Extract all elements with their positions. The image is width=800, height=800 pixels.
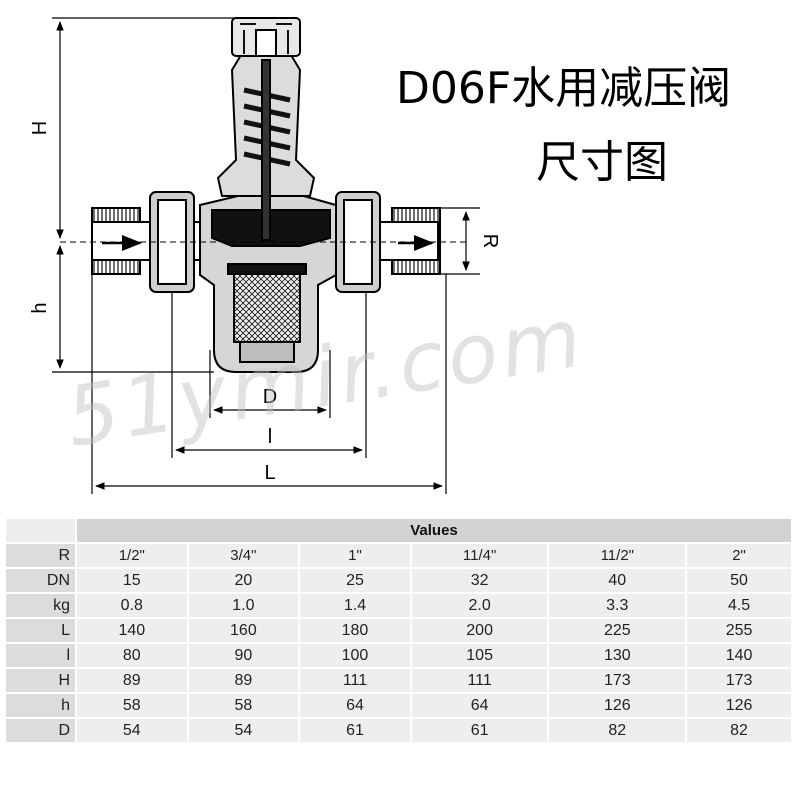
table-cell: 50	[687, 569, 791, 594]
table-cell: 0.8	[77, 594, 189, 619]
table-cell: 130	[549, 644, 688, 669]
table-cell: 20	[188, 569, 301, 594]
table-cell: 2"	[687, 544, 791, 569]
row-label: l	[6, 644, 77, 669]
table-cell: 61	[411, 719, 550, 744]
table-cell: 54	[77, 719, 189, 744]
table-cell: 126	[687, 694, 791, 719]
dim-label-D: D	[263, 386, 277, 408]
row-label: R	[6, 544, 77, 569]
row-label: D	[6, 719, 77, 744]
table-cell: 1"	[300, 544, 412, 569]
table-cell: 255	[687, 619, 791, 644]
table-header-row: Values	[6, 519, 791, 544]
table-cell: 111	[411, 669, 550, 694]
title-line-2: 尺寸图	[536, 137, 668, 188]
table-cell: 80	[77, 644, 189, 669]
table-cell: 61	[300, 719, 412, 744]
table-cell: 225	[549, 619, 688, 644]
title-line-1: D06F水用减压阀	[396, 63, 732, 114]
table-cell: 160	[188, 619, 301, 644]
table-cell: 82	[687, 719, 791, 744]
table-cell: 32	[411, 569, 550, 594]
row-label: kg	[6, 594, 77, 619]
dim-label-h: h	[29, 302, 51, 313]
filter-mesh	[233, 271, 301, 343]
table-cell: 140	[77, 619, 189, 644]
table-cell: 100	[300, 644, 412, 669]
table-cell: 90	[188, 644, 301, 669]
table-cell: 64	[411, 694, 550, 719]
table-cell: 40	[549, 569, 688, 594]
table-cell: 64	[300, 694, 412, 719]
table-cell: 15	[77, 569, 189, 594]
dim-label-R: R	[479, 234, 501, 248]
table-cell: 3/4"	[188, 544, 301, 569]
table-cell: 58	[77, 694, 189, 719]
row-label: H	[6, 669, 77, 694]
table-cell: 89	[188, 669, 301, 694]
table-cell: 180	[300, 619, 412, 644]
dim-label-L: L	[264, 462, 275, 484]
dim-label-l: l	[268, 426, 272, 448]
dim-label-H: H	[29, 121, 51, 135]
flow-centerline	[60, 235, 470, 251]
table-cell: 1/2"	[77, 544, 189, 569]
row-label: L	[6, 619, 77, 644]
table-cell: 54	[188, 719, 301, 744]
table-cell: 89	[77, 669, 189, 694]
table-cell: 126	[549, 694, 688, 719]
table-cell: 111	[300, 669, 412, 694]
table-cell: 82	[549, 719, 688, 744]
table-cell: 1.0	[188, 594, 301, 619]
row-label: h	[6, 694, 77, 719]
table-cell: 1.4	[300, 594, 412, 619]
table-cell: 200	[411, 619, 550, 644]
table-cell: 173	[687, 669, 791, 694]
valve-dimension-drawing: H h R D l L	[29, 17, 501, 494]
table-cell: 3.3	[549, 594, 688, 619]
valve-body	[91, 17, 441, 373]
table-cell: 11/2"	[549, 544, 688, 569]
dimension-lines	[52, 17, 480, 494]
table-cell: 140	[687, 644, 791, 669]
table-cell: 173	[549, 669, 688, 694]
table-header-values: Values	[77, 519, 791, 544]
table-cell: 4.5	[687, 594, 791, 619]
table-cell: 2.0	[411, 594, 550, 619]
row-label: DN	[6, 569, 77, 594]
table-cell: 58	[188, 694, 301, 719]
table-cell: 25	[300, 569, 412, 594]
table-header-blank	[6, 519, 77, 544]
table-cell: 11/4"	[411, 544, 550, 569]
table-cell: 105	[411, 644, 550, 669]
